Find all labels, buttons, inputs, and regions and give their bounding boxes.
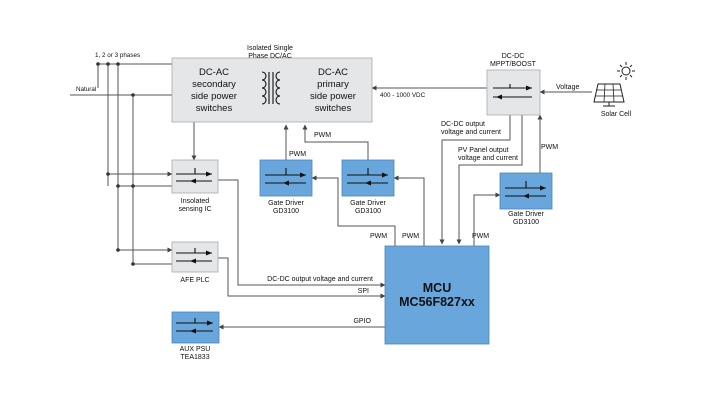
isolated-title-line1: Isolated Single bbox=[247, 45, 293, 52]
svg-text:Gate Driver: Gate Driver bbox=[268, 200, 304, 207]
gate-driver-1-block: Gate Driver GD3100 bbox=[259, 159, 313, 215]
transformer-icon bbox=[261, 71, 281, 105]
svg-text:voltage and current: voltage and current bbox=[441, 129, 501, 136]
svg-text:GD3100: GD3100 bbox=[513, 219, 539, 226]
svg-text:MPPT/BOOST: MPPT/BOOST bbox=[490, 61, 537, 68]
solar-cell-label: Solar Cell bbox=[601, 111, 632, 118]
mcu-label: MCU bbox=[423, 281, 451, 295]
switch-symbol-icon bbox=[176, 318, 213, 334]
svg-text:primary: primary bbox=[317, 79, 349, 90]
isolated-dcac-block: Isolated Single Phase DC/AC DC-AC second… bbox=[171, 45, 373, 123]
dc-bus-label: 400 - 1000 VDC bbox=[380, 92, 426, 99]
wires bbox=[70, 63, 592, 330]
svg-text:DC-DC output: DC-DC output bbox=[441, 121, 485, 128]
svg-text:DC-DC: DC-DC bbox=[502, 53, 525, 60]
mcu-block: MCU MC56F827xx bbox=[384, 245, 490, 345]
pwm-gd1-label: PWM bbox=[289, 151, 306, 158]
svg-text:side power: side power bbox=[191, 91, 237, 102]
svg-text:switches: switches bbox=[196, 103, 233, 114]
switch-symbol-icon bbox=[505, 181, 546, 199]
aux-psu-block: AUX PSU TEA1833 bbox=[171, 311, 220, 361]
afe-plc-block: AFE PLC bbox=[171, 241, 219, 284]
pwm-mcu-2-label: PWM bbox=[402, 233, 419, 240]
isolated-title-line2: Phase DC/AC bbox=[248, 53, 292, 60]
svg-text:side power: side power bbox=[310, 91, 356, 102]
solar-cell: Solar Cell bbox=[593, 62, 635, 118]
phases-label: 1, 2 or 3 phases bbox=[95, 52, 140, 59]
switch-symbol-icon bbox=[347, 168, 388, 186]
switch-symbol-icon bbox=[176, 248, 212, 264]
spi-label: SPI bbox=[358, 288, 369, 295]
svg-text:TEA1833: TEA1833 bbox=[180, 354, 209, 361]
pwm-primary-label: PWM bbox=[314, 132, 331, 139]
svg-text:DC-AC: DC-AC bbox=[199, 67, 229, 78]
svg-text:secondary: secondary bbox=[192, 79, 236, 90]
signal-labels: 1, 2 or 3 phases Natural Voltage 400 - 1… bbox=[76, 52, 579, 325]
mcu-part-number: MC56F827xx bbox=[399, 295, 475, 309]
afe-plc-label: AFE PLC bbox=[180, 277, 209, 284]
pwm-mcu-3-label: PWM bbox=[472, 233, 489, 240]
solar-panel-icon bbox=[593, 83, 625, 107]
svg-text:voltage and current: voltage and current bbox=[458, 155, 518, 162]
dcdc-output-bus-label: DC-DC output voltage and current bbox=[267, 276, 373, 283]
switch-symbol-icon bbox=[493, 84, 532, 100]
dcdc-mppt-block: DC-DC MPPT/BOOST bbox=[486, 53, 541, 116]
pwm-mcu-1-label: PWM bbox=[370, 233, 387, 240]
svg-text:switches: switches bbox=[315, 103, 352, 114]
svg-text:AUX PSU: AUX PSU bbox=[180, 346, 211, 353]
svg-text:Gate Driver: Gate Driver bbox=[350, 200, 386, 207]
junction-dots bbox=[96, 62, 135, 266]
svg-text:PV Panel output: PV Panel output bbox=[458, 147, 509, 154]
gate-driver-3-block: Gate Driver GD3100 bbox=[499, 172, 553, 226]
svg-text:GD3100: GD3100 bbox=[273, 208, 299, 215]
natural-label: Natural bbox=[76, 86, 96, 93]
svg-text:GD3100: GD3100 bbox=[355, 208, 381, 215]
svg-text:DC-AC: DC-AC bbox=[318, 67, 348, 78]
gate-driver-2-block: Gate Driver GD3100 bbox=[341, 159, 395, 215]
switch-symbol-icon bbox=[265, 168, 306, 186]
switch-symbol-icon bbox=[176, 168, 212, 184]
sun-icon bbox=[617, 62, 635, 80]
sensing-ic-block: Insolated sensing IC bbox=[171, 159, 219, 213]
svg-text:Insolated: Insolated bbox=[181, 198, 210, 205]
voltage-label: Voltage bbox=[556, 84, 579, 91]
gpio-label: GPIO bbox=[353, 318, 371, 325]
svg-text:Gate Driver: Gate Driver bbox=[508, 211, 544, 218]
svg-text:sensing IC: sensing IC bbox=[178, 206, 211, 213]
pwm-gd3-label: PWM bbox=[541, 144, 558, 151]
